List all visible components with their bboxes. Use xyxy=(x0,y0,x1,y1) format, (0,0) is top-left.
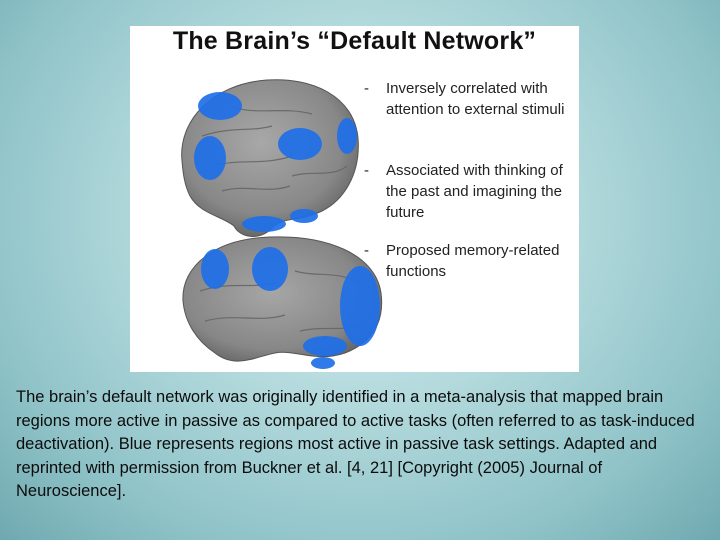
lateral-brain-image xyxy=(181,79,359,237)
bullet-text: Proposed memory-related functions xyxy=(386,242,560,280)
bullet-text: Associated with thinking of the past and… xyxy=(386,162,563,221)
bullet-dash: - xyxy=(364,242,369,259)
figure-caption: The brain’s default network was original… xyxy=(16,388,695,500)
bullet-dash: - xyxy=(364,80,369,97)
bullet-dash: - xyxy=(364,162,369,179)
figure-title: The Brain’s “Default Network” xyxy=(172,27,537,55)
medial-brain-image xyxy=(182,236,383,369)
bullet-text: Inversely correlated with attention to e… xyxy=(386,80,565,118)
default-network-figure: The Brain’s “Default Network” xyxy=(130,26,579,372)
